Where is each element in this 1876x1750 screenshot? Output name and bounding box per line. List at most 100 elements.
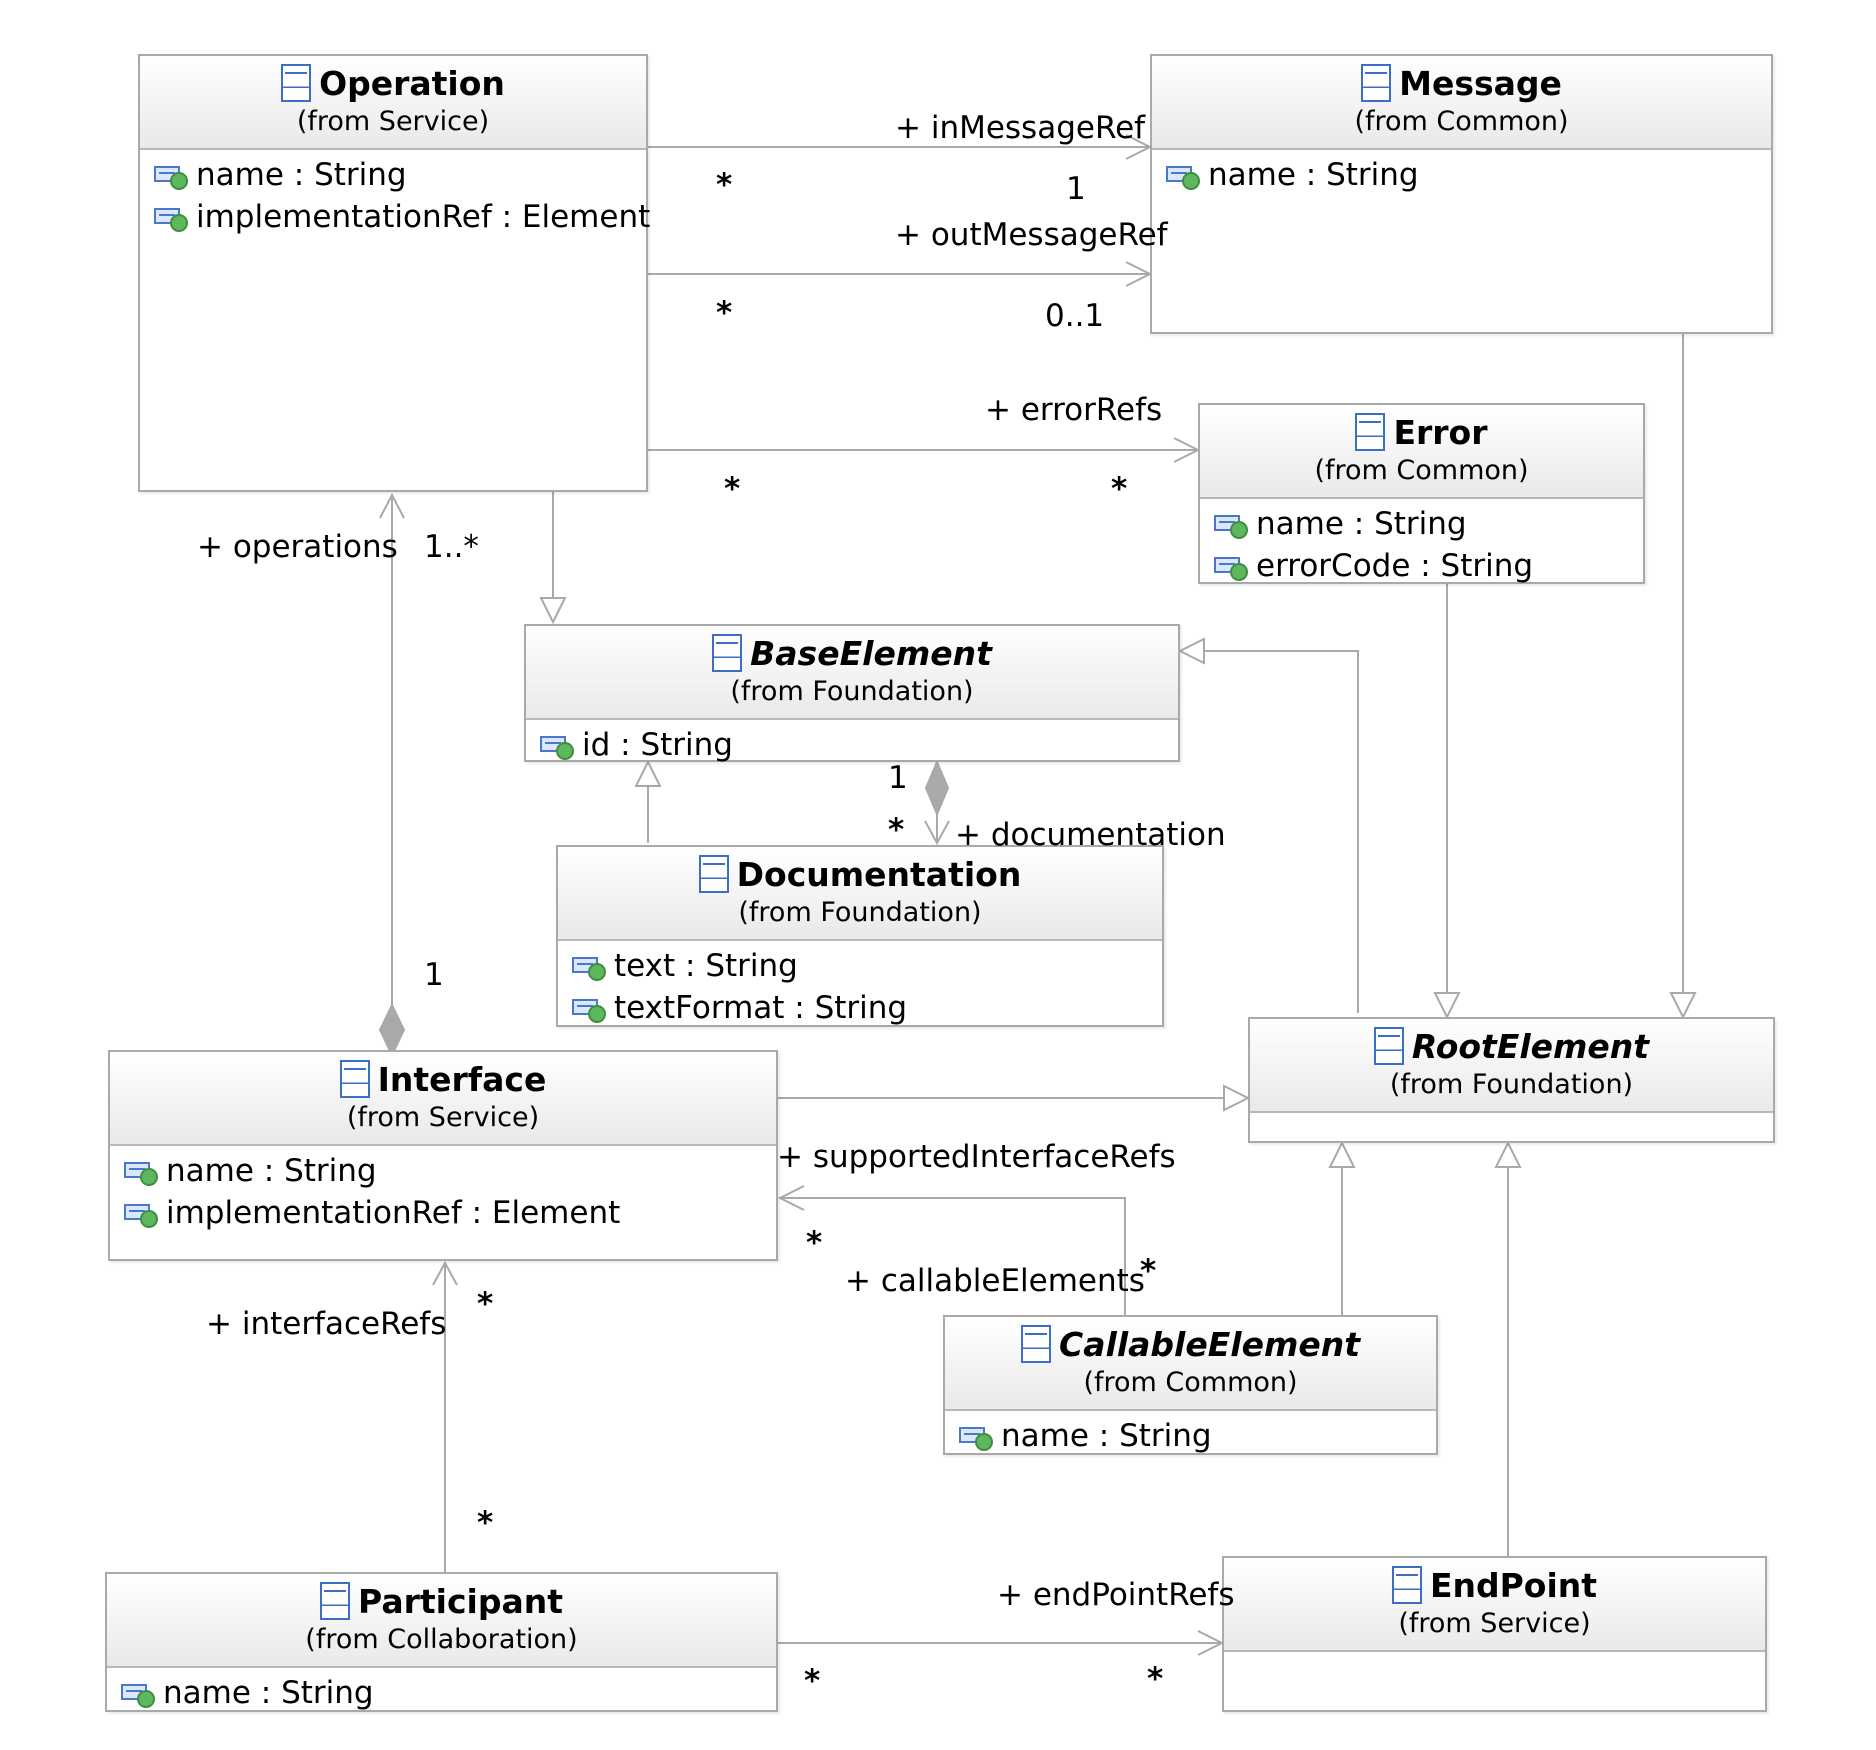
class-header: Documentation (from Foundation)	[558, 847, 1162, 941]
attribute-row[interactable]: errorCode : String	[1214, 545, 1643, 587]
class-header: Participant (from Collaboration)	[107, 1574, 776, 1668]
role-end-point-refs: + endPointRefs	[997, 1577, 1235, 1613]
attribute-label: name : String	[163, 1675, 374, 1711]
class-header: RootElement (from Foundation)	[1250, 1019, 1773, 1113]
attribute-row[interactable]: textFormat : String	[572, 987, 1162, 1029]
role-interface-refs: + interfaceRefs	[206, 1306, 447, 1342]
class-icon	[1021, 1325, 1052, 1363]
mult-in-message-target: 1	[1066, 171, 1086, 207]
class-header: Error (from Common)	[1200, 405, 1643, 499]
attribute-icon	[1214, 509, 1250, 539]
attribute-row[interactable]: text : String	[572, 945, 1162, 987]
class-icon	[712, 634, 743, 672]
attribute-list: name : String	[1152, 150, 1771, 196]
attribute-label: errorCode : String	[1256, 548, 1534, 584]
class-root-element[interactable]: RootElement (from Foundation)	[1248, 1017, 1775, 1143]
class-name: CallableElement	[1059, 1324, 1360, 1364]
class-package: (from Service)	[1398, 1608, 1591, 1639]
class-package: (from Service)	[296, 106, 490, 137]
mult-out-message-source: *	[716, 295, 733, 331]
attribute-icon	[124, 1198, 160, 1228]
error-generalization-triangle	[1433, 992, 1461, 1020]
attribute-icon	[154, 160, 190, 190]
attribute-label: text : String	[614, 948, 798, 984]
attribute-label: id : String	[582, 727, 733, 763]
class-header: CallableElement (from Common)	[945, 1317, 1436, 1411]
mult-error-source: *	[724, 471, 741, 507]
class-end-point[interactable]: EndPoint (from Service)	[1222, 1556, 1767, 1712]
class-callable-element[interactable]: CallableElement (from Common) name : Str…	[943, 1315, 1438, 1455]
class-message[interactable]: Message (from Common) name : String	[1150, 54, 1773, 334]
attribute-icon	[572, 951, 608, 981]
attribute-icon	[1214, 551, 1250, 581]
mult-error-target: *	[1111, 471, 1128, 507]
mult-in-message-source: *	[716, 167, 733, 203]
role-callable-elements: + callableElements	[845, 1263, 1145, 1299]
operations-arrowhead	[379, 492, 405, 519]
attribute-icon	[959, 1421, 995, 1451]
mult-operations: 1..*	[424, 529, 479, 565]
documentation-generalization-triangle	[634, 759, 662, 787]
class-icon	[1361, 64, 1392, 102]
mult-end-point-source: *	[804, 1663, 821, 1699]
class-package: (from Common)	[1354, 106, 1569, 137]
class-icon	[281, 64, 312, 102]
attribute-icon	[572, 993, 608, 1023]
attribute-row[interactable]: name : String	[124, 1150, 776, 1192]
class-operation[interactable]: Operation (from Service) name : String i…	[138, 54, 650, 492]
class-package: (from Collaboration)	[305, 1624, 578, 1655]
class-interface[interactable]: Interface (from Service) name : String i…	[108, 1050, 778, 1261]
attribute-row[interactable]: name : String	[1214, 503, 1643, 545]
class-name: Error	[1393, 412, 1488, 452]
role-in-message-ref: + inMessageRef	[895, 110, 1146, 146]
attribute-label: name : String	[1208, 157, 1419, 193]
attribute-icon	[154, 202, 190, 232]
mult-operations-owner: 1	[424, 957, 444, 993]
class-icon	[1391, 1566, 1422, 1604]
attribute-label: name : String	[166, 1153, 377, 1189]
interface-generalization-triangle	[1223, 1084, 1251, 1112]
attribute-list: id : String	[526, 720, 1178, 766]
mult-end-point-target: *	[1147, 1661, 1164, 1697]
class-icon	[320, 1582, 351, 1620]
role-documentation: + documentation	[955, 817, 1226, 853]
attribute-row[interactable]: name : String	[1166, 154, 1771, 196]
supported-interface-refs-arrowhead	[777, 1185, 805, 1211]
class-documentation[interactable]: Documentation (from Foundation) text : S…	[556, 845, 1164, 1027]
class-package: (from Foundation)	[1389, 1069, 1634, 1100]
class-header: EndPoint (from Service)	[1224, 1558, 1765, 1652]
class-name: RootElement	[1411, 1026, 1650, 1066]
attribute-row[interactable]: id : String	[540, 724, 1178, 766]
mult-interface-refs-source: *	[477, 1505, 494, 1541]
mult-out-message-target: 0..1	[1045, 298, 1105, 334]
class-name: Operation	[319, 63, 505, 103]
attribute-row[interactable]: name : String	[121, 1672, 776, 1714]
operations-composition-diamond	[378, 1002, 406, 1058]
class-base-element[interactable]: BaseElement (from Foundation) id : Strin…	[524, 624, 1180, 763]
class-participant[interactable]: Participant (from Collaboration) name : …	[105, 1572, 778, 1712]
callable-generalization-triangle	[1328, 1140, 1356, 1168]
attribute-list: text : String textFormat : String	[558, 941, 1162, 1029]
attribute-row[interactable]: name : String	[154, 154, 646, 196]
attribute-label: name : String	[1256, 506, 1467, 542]
role-error-refs: + errorRefs	[985, 392, 1163, 428]
role-out-message-ref: + outMessageRef	[895, 217, 1168, 253]
attribute-row[interactable]: name : String	[959, 1415, 1436, 1457]
class-header: Message (from Common)	[1152, 56, 1771, 150]
class-icon	[698, 855, 729, 893]
operation-generalization-triangle	[539, 597, 567, 625]
attribute-list: name : String implementationRef : Elemen…	[140, 150, 650, 238]
class-name: Documentation	[736, 854, 1022, 894]
class-package: (from Common)	[1314, 455, 1529, 486]
role-supported-interface-refs: + supportedInterfaceRefs	[777, 1139, 1176, 1175]
class-error[interactable]: Error (from Common) name : String errorC…	[1198, 403, 1645, 584]
attribute-row[interactable]: implementationRef : Element	[154, 196, 650, 238]
attribute-icon	[540, 730, 576, 760]
mult-interface-refs-target: *	[477, 1286, 494, 1322]
attribute-row[interactable]: implementationRef : Element	[124, 1192, 776, 1234]
attribute-label: implementationRef : Element	[166, 1195, 621, 1231]
attribute-icon	[124, 1156, 160, 1186]
attribute-label: name : String	[196, 157, 407, 193]
